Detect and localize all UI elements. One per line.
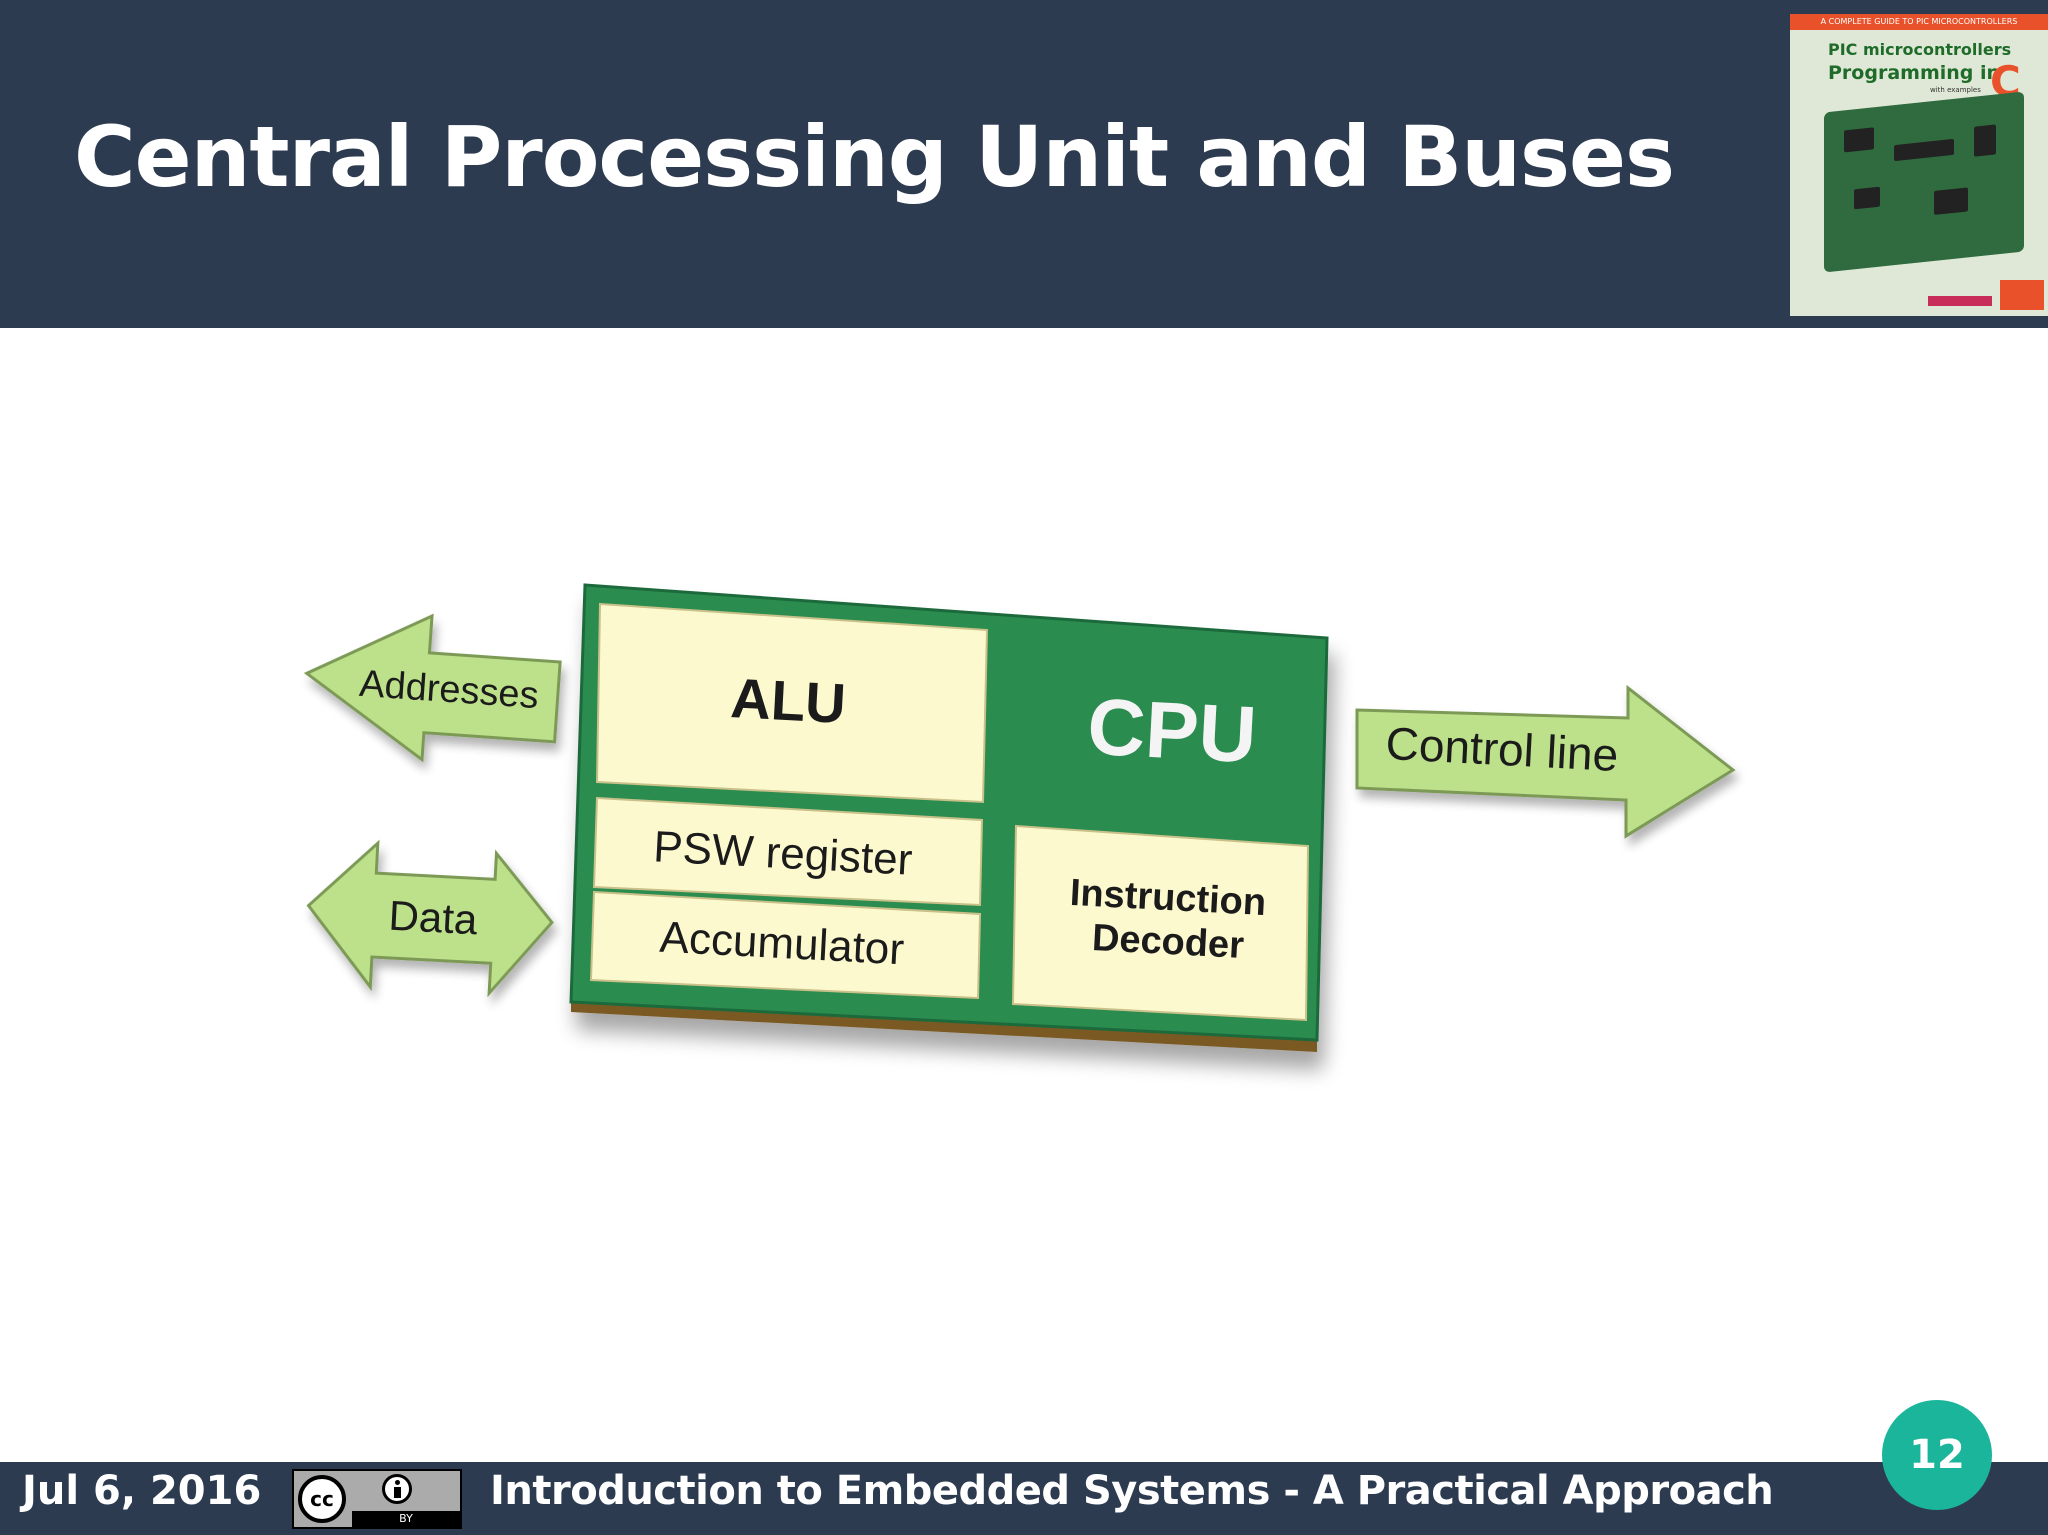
psw-register-block xyxy=(592,796,984,907)
page-number-badge: 12 xyxy=(1882,1400,1992,1510)
control-line-label: Control line xyxy=(1385,717,1620,781)
slide-title: Central Processing Unit and Buses xyxy=(74,108,1675,206)
cc-icon: cc xyxy=(298,1475,346,1523)
book-cover-band: A COMPLETE GUIDE TO PIC MICROCONTROLLERS xyxy=(1790,14,2048,30)
alu-label: ALU xyxy=(729,666,847,735)
data-label: Data xyxy=(387,892,479,944)
instruction-decoder-block xyxy=(1011,824,1310,1022)
slide-header xyxy=(0,0,2048,328)
footer-course-title: Introduction to Embedded Systems - A Pra… xyxy=(490,1468,1774,1514)
book-cover-line2: Programming in xyxy=(1828,62,2001,84)
book-cover-line3: with examples xyxy=(1930,86,1981,94)
license-by-label: BY xyxy=(352,1511,460,1527)
cpu-label: CPU xyxy=(1085,682,1258,780)
footer-date: Jul 6, 2016 xyxy=(22,1468,262,1514)
data-arrow xyxy=(306,839,554,998)
addresses-arrow xyxy=(303,613,562,763)
book-cover-image: A COMPLETE GUIDE TO PIC MICROCONTROLLERS… xyxy=(1790,14,2048,316)
attribution-icon xyxy=(382,1474,412,1504)
book-cover-band-text: A COMPLETE GUIDE TO PIC MICROCONTROLLERS xyxy=(1820,17,2018,26)
alu-block xyxy=(595,602,989,804)
accumulator-block xyxy=(589,890,982,1000)
publisher-logo xyxy=(1928,296,1992,306)
cc-by-license-badge[interactable]: cc BY xyxy=(292,1469,462,1529)
book-cover-line1: PIC microcontrollers xyxy=(1828,40,2012,59)
instruction-decoder-label-line1: Instruction xyxy=(1069,872,1267,924)
cd-sticker xyxy=(2000,280,2044,310)
instruction-decoder-label-line2: Decoder xyxy=(1091,917,1245,967)
control-line-arrow xyxy=(1355,684,1736,839)
